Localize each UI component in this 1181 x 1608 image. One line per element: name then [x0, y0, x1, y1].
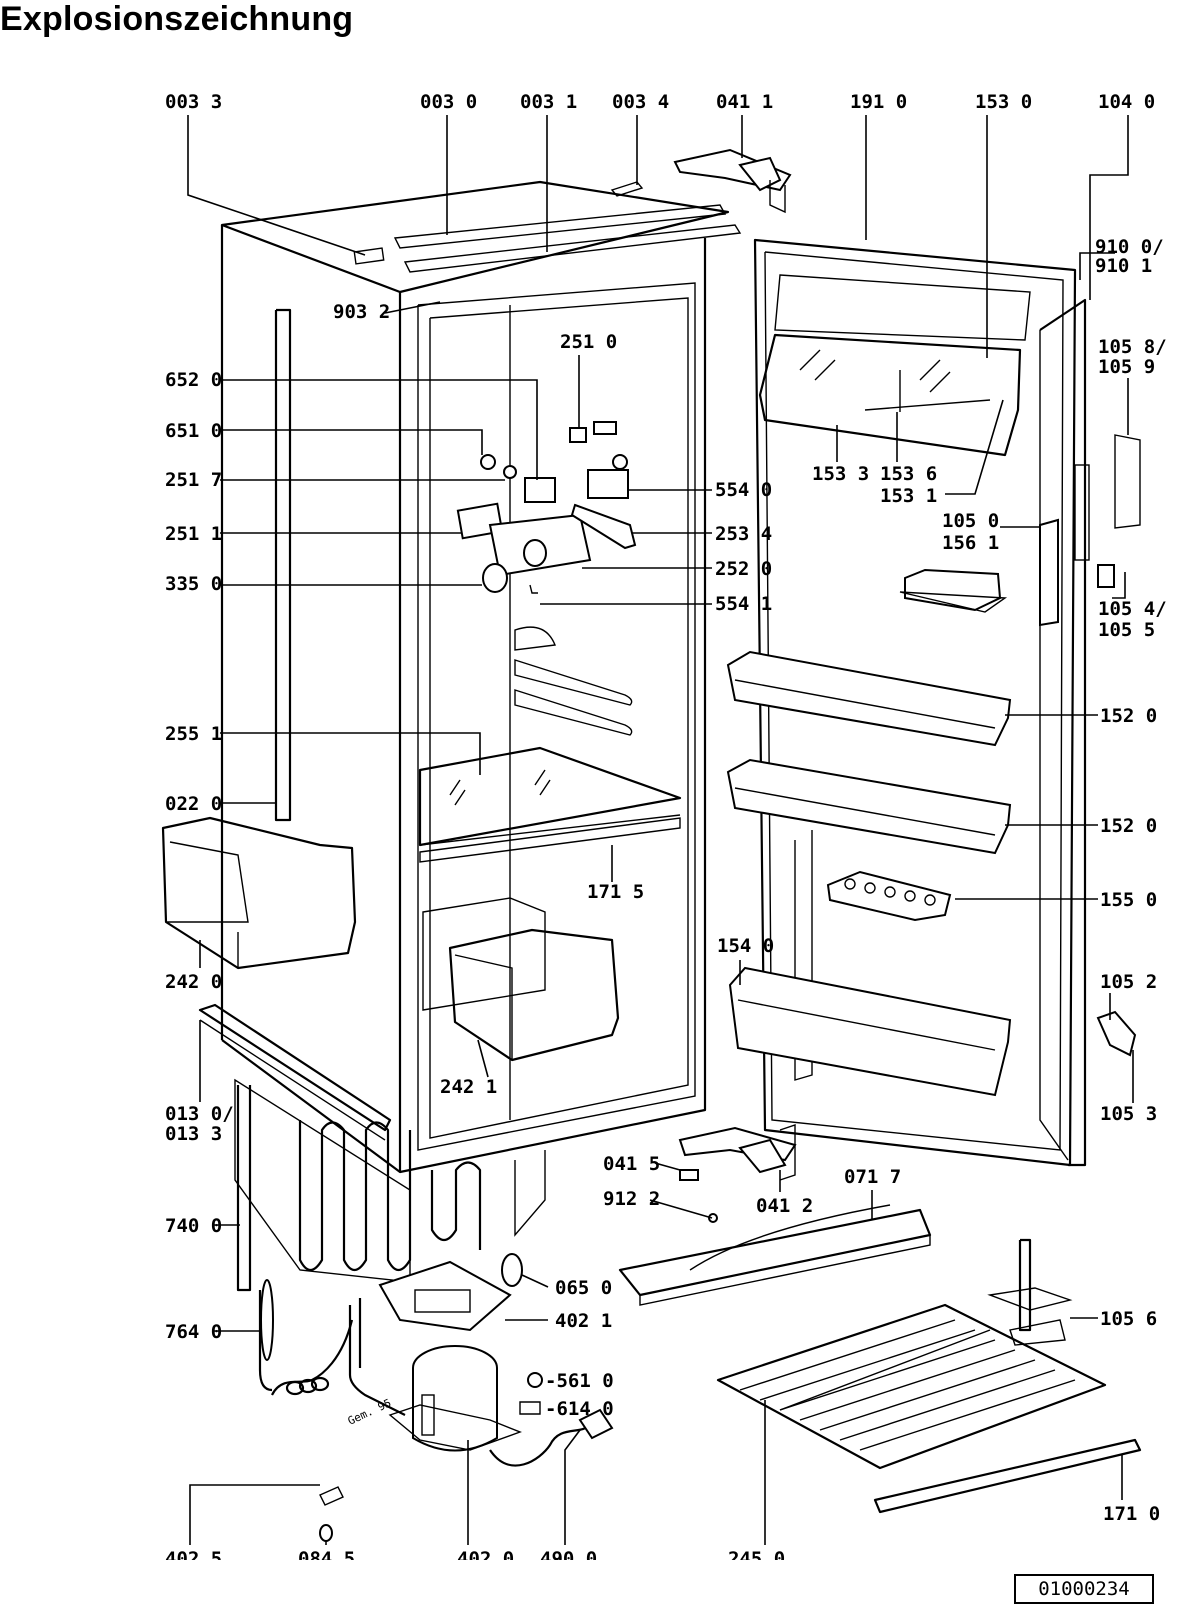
control-unit: [456, 421, 637, 594]
label-153-1: 153 1: [880, 485, 937, 507]
label-910-1: 910 1: [1095, 255, 1152, 277]
label-242-0: 242 0: [165, 971, 222, 993]
label-003-3: 003 3: [165, 91, 222, 113]
page-title: Explosionszeichnung: [0, 0, 354, 38]
exploded-diagram: Gem. 95 003 3 003 0 003 1 003 4 041 1 19…: [161, 91, 1167, 1560]
stamp-text: Gem. 95: [346, 1396, 394, 1427]
label-912-2: 912 2: [603, 1188, 660, 1210]
label-003-1: 003 1: [520, 91, 577, 113]
label-251-7: 251 7: [165, 469, 222, 491]
lower-parts: [618, 1124, 1142, 1514]
label-402-5: 402 5: [165, 1548, 222, 1560]
label-003-4: 003 4: [612, 91, 669, 113]
label-171-5: 171 5: [587, 881, 644, 903]
label-153-3: 153 3: [812, 463, 869, 485]
label-335-0: 335 0: [165, 573, 222, 595]
leader-lines: [187, 115, 1134, 1545]
label-251-1: 251 1: [165, 523, 222, 545]
label-490-0: 490 0: [540, 1548, 597, 1560]
part-labels: 003 3 003 0 003 1 003 4 041 1 191 0 153 …: [165, 91, 1167, 1560]
label-041-5: 041 5: [603, 1153, 660, 1175]
compressor-group: [258, 1253, 614, 1542]
label-242-1: 242 1: [440, 1076, 497, 1098]
label-251-0: 251 0: [560, 331, 617, 353]
label-764-0: 764 0: [165, 1321, 222, 1343]
label-105-4: 105 4/: [1098, 598, 1167, 620]
label-252-0: 252 0: [715, 558, 772, 580]
cabinet-body: [220, 180, 742, 1174]
label-041-2: 041 2: [756, 1195, 813, 1217]
label-105-2: 105 2: [1100, 971, 1157, 993]
label-561-0: -561 0: [545, 1370, 614, 1392]
label-191-0: 191 0: [850, 91, 907, 113]
condenser: [234, 1078, 546, 1292]
label-104-0: 104 0: [1098, 91, 1155, 113]
label-105-0: 105 0: [942, 510, 999, 532]
label-105-3: 105 3: [1100, 1103, 1157, 1125]
label-013-3: 013 3: [165, 1123, 222, 1145]
label-022-0: 022 0: [165, 793, 222, 815]
label-614-0: -614 0: [545, 1398, 614, 1420]
label-152-0-b: 152 0: [1100, 815, 1157, 837]
label-084-5: 084 5: [298, 1548, 355, 1560]
label-154-0: 154 0: [717, 935, 774, 957]
label-003-0: 003 0: [420, 91, 477, 113]
label-245-0: 245 0: [728, 1548, 785, 1560]
label-105-9: 105 9: [1098, 356, 1155, 378]
label-554-1: 554 1: [715, 593, 772, 615]
door: [726, 238, 1141, 1167]
label-153-0: 153 0: [975, 91, 1032, 113]
label-153-6: 153 6: [880, 463, 937, 485]
label-013-0: 013 0/: [165, 1103, 234, 1125]
label-903-2: 903 2: [333, 301, 390, 323]
label-065-0: 065 0: [555, 1277, 612, 1299]
label-255-1: 255 1: [165, 723, 222, 745]
label-105-8: 105 8/: [1098, 336, 1167, 358]
label-156-1: 156 1: [942, 532, 999, 554]
label-105-6: 105 6: [1100, 1308, 1157, 1330]
label-910-0: 910 0/: [1095, 236, 1164, 258]
top-hinge: [610, 148, 792, 214]
label-253-4: 253 4: [715, 523, 772, 545]
label-402-1: 402 1: [555, 1310, 612, 1332]
label-041-1: 041 1: [716, 91, 773, 113]
label-402-0: 402 0: [457, 1548, 514, 1560]
label-652-0: 652 0: [165, 369, 222, 391]
label-554-0: 554 0: [715, 479, 772, 501]
document-number: 01000234: [1014, 1574, 1154, 1604]
label-740-0: 740 0: [165, 1215, 222, 1237]
label-071-7: 071 7: [844, 1166, 901, 1188]
label-105-5: 105 5: [1098, 619, 1155, 641]
side-trims: [198, 308, 392, 1141]
label-155-0: 155 0: [1100, 889, 1157, 911]
crisper-bins: [161, 816, 620, 1062]
label-171-0: 171 0: [1103, 1503, 1160, 1525]
label-651-0: 651 0: [165, 420, 222, 442]
label-152-0-a: 152 0: [1100, 705, 1157, 727]
